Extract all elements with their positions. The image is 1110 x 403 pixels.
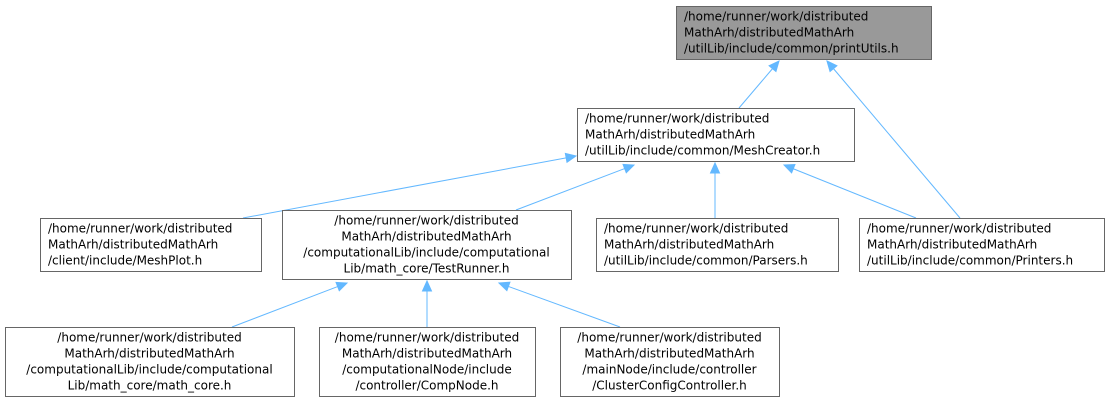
edge-math_core-to-TestRunner [231, 281, 349, 328]
node-label-line: /home/runner/work/distributed [48, 222, 232, 236]
edge-CompNode-to-TestRunner [421, 279, 433, 327]
node-label-line: MathArh/distributedMathArh [585, 128, 755, 142]
arrowhead-icon [622, 163, 636, 174]
node-label-line: /computationalNode/include [342, 363, 511, 377]
node-label-line: /utilLib/include/common/Parsers.h [604, 254, 808, 268]
arrowhead-icon [826, 60, 838, 73]
node-label-line: MathArh/distributedMathArh [342, 347, 512, 361]
arrowhead-icon [335, 281, 349, 292]
node-label-line: /home/runner/work/distributed [335, 331, 519, 345]
node-box [5, 327, 295, 397]
edge-line [515, 168, 625, 211]
node-label-line: MathArh/distributedMathArh [684, 26, 854, 40]
node-MeshCreator[interactable]: /home/runner/work/distributedMathArh/dis… [577, 108, 855, 162]
node-box [282, 210, 572, 280]
arrowhead-icon [782, 164, 796, 174]
node-label-line: /home/runner/work/distributed [604, 222, 788, 236]
node-label-line: /computationalLib/include/computational [26, 363, 272, 377]
node-math_core[interactable]: /home/runner/work/distributedMathArh/dis… [5, 327, 295, 397]
edge-TestRunner-to-MeshCreator [515, 163, 636, 211]
edge-line [738, 68, 773, 109]
node-CompNode[interactable]: /home/runner/work/distributedMathArh/dis… [319, 327, 536, 397]
node-label-line: MathArh/distributedMathArh [584, 347, 754, 361]
arrowhead-icon [768, 60, 780, 73]
node-Parsers[interactable]: /home/runner/work/distributedMathArh/dis… [596, 218, 839, 272]
node-label-line: /home/runner/work/distributed [577, 331, 761, 345]
nodes-layer: /home/runner/work/distributedMathArh/dis… [5, 6, 1105, 397]
node-label-line: Lib/math_core/TestRunner.h [344, 262, 510, 276]
edge-line [833, 68, 961, 219]
node-label-line: MathArh/distributedMathArh [604, 238, 774, 252]
node-label-line: /ClusterConfigController.h [592, 379, 746, 393]
node-box [577, 108, 855, 162]
arrowhead-icon [709, 161, 721, 174]
node-label-line: /home/runner/work/distributed [334, 214, 518, 228]
node-label-line: /client/include/MeshPlot.h [48, 254, 202, 268]
node-label-line: /home/runner/work/distributed [684, 10, 868, 24]
arrowhead-icon [564, 152, 578, 164]
node-label-line: /controller/CompNode.h [355, 379, 498, 393]
node-label-line: MathArh/distributedMathArh [48, 238, 218, 252]
edge-ClusterConfigController-to-TestRunner [497, 281, 621, 328]
node-label-line: /home/runner/work/distributed [57, 331, 241, 345]
node-TestRunner[interactable]: /home/runner/work/distributedMathArh/dis… [282, 210, 572, 280]
edge-Printers-to-printUtils [826, 60, 961, 219]
arrowhead-icon [497, 281, 511, 292]
edges-layer [231, 60, 961, 328]
node-box [676, 6, 932, 60]
node-label-line: Lib/math_core/math_core.h [68, 379, 232, 393]
node-box [596, 218, 839, 272]
edge-line [242, 157, 567, 219]
node-printUtils: /home/runner/work/distributedMathArh/dis… [676, 6, 932, 60]
edge-line [508, 285, 621, 328]
node-label-line: MathArh/distributedMathArh [341, 230, 511, 244]
node-label-line: /utilLib/include/common/Printers.h [867, 254, 1073, 268]
edge-line [793, 168, 917, 219]
edge-Parsers-to-MeshCreator [709, 161, 721, 218]
node-label-line: /computationalLib/include/computational [303, 246, 549, 260]
node-label-line: /utilLib/include/common/printUtils.h [684, 42, 899, 56]
node-label-line: /utilLib/include/common/MeshCreator.h [585, 144, 820, 158]
node-box [40, 218, 262, 272]
node-label-line: /home/runner/work/distributed [585, 112, 769, 126]
edge-MeshCreator-to-printUtils [738, 60, 780, 109]
edge-MeshPlot-to-MeshCreator [242, 152, 578, 219]
node-Printers[interactable]: /home/runner/work/distributedMathArh/dis… [859, 218, 1105, 272]
node-label-line: MathArh/distributedMathArh [867, 238, 1037, 252]
node-label-line: /home/runner/work/distributed [867, 222, 1051, 236]
node-box [859, 218, 1105, 272]
node-box [560, 327, 780, 397]
arrowhead-icon [421, 279, 433, 292]
node-label-line: MathArh/distributedMathArh [64, 347, 234, 361]
node-label-line: /mainNode/include/controller [582, 363, 756, 377]
node-MeshPlot[interactable]: /home/runner/work/distributedMathArh/dis… [40, 218, 262, 272]
node-box [319, 327, 536, 397]
edge-line [231, 286, 338, 328]
node-ClusterConfigController[interactable]: /home/runner/work/distributedMathArh/dis… [560, 327, 780, 397]
edge-Printers-to-MeshCreator [782, 164, 917, 219]
